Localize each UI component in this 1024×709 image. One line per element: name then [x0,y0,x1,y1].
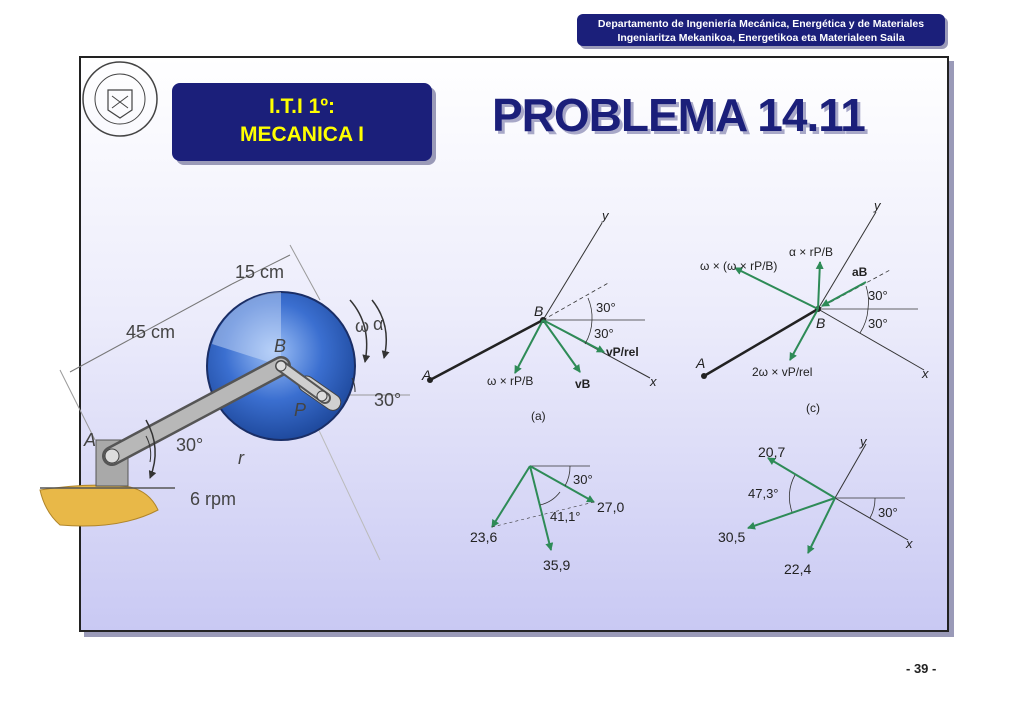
course-badge: I.T.I 1º: MECANICA I [172,83,432,161]
fig-c-y: y [873,198,882,213]
page-title: PROBLEMA 14.11 [492,89,866,141]
department-banner: Departamento de Ingeniería Mecánica, Ene… [577,14,945,46]
a-sum-22: 22,4 [784,561,811,577]
omega-arrow [349,299,371,363]
dim-line-45 [69,283,233,373]
v-sum-35: 35,9 [543,557,570,573]
fig-c-A: A [695,355,705,371]
fig-a-wr-label: ω × rP/B [487,374,533,388]
course-line1: I.T.I 1º: [268,95,335,118]
a-sum-30: 30,5 [718,529,745,545]
fig-c-y-axis [817,211,877,310]
a-sum-x: x [905,536,913,551]
label-A: A [83,430,96,450]
dim-45-label: 45 cm [126,322,175,342]
omega-label: ω [355,316,369,336]
a-sum-20: 20,7 [758,444,785,460]
v-sum-23: 23,6 [470,529,497,545]
fig-a-vrel-label: vP/rel [606,345,639,359]
fig-c-B: B [816,315,825,331]
fig-c-ang1: 30° [868,288,888,303]
university-seal [82,61,158,137]
fig-a-caption: (a) [531,409,546,423]
angle-30-disk: 30° [374,390,401,410]
v-sum-vec-35 [529,465,554,551]
figure-a: y x A B 30° 30° vP/rel ω × rP/B vB (a) [421,208,657,423]
a-sum-ang-mid: 47,3° [748,486,779,501]
fig-c-aB-label: aB [852,265,868,279]
dim-15-label: 15 cm [235,262,284,282]
mechanism-figure: 15 cm 45 cm B A P r 30° 30° 6 rpm ω α [39,244,410,561]
rpm-arrow [145,419,157,479]
fig-c-vec-aB [821,281,867,307]
velocity-sum-figure: 30° 41,1° 27,0 23,6 35,9 [470,465,624,573]
v-sum-ang-mid: 41,1° [550,509,581,524]
fig-a-vec-vB [542,319,581,373]
department-name-es: Departamento de Ingeniería Mecánica, Ene… [597,18,925,30]
fig-a-ang2: 30° [594,326,614,341]
label-P: P [294,400,306,420]
a-sum-vec-20 [767,457,836,499]
pin-P [316,390,328,402]
fig-a-vec-w-r [514,319,544,374]
fig-a-x: x [649,374,657,389]
fig-a-rod [429,318,544,382]
fig-c-vec-ar [815,261,824,310]
fig-c-vec-2wv [789,308,819,361]
fig-a-vec-vrel [542,319,605,353]
alpha-label: α [373,314,383,334]
fig-a-B: B [534,303,543,319]
label-r: r [238,448,245,468]
fig-c-rod [703,307,819,378]
v-sum-vec-27 [529,465,595,503]
fig-a-A: A [421,367,431,383]
v-sum-27: 27,0 [597,499,624,515]
rpm-label: 6 rpm [190,489,236,509]
page-number: - 39 - [906,661,937,676]
course-line2: MECANICA I [239,123,365,146]
dim-line-15 [231,254,291,285]
fig-c-x-axis [817,308,925,371]
label-B: B [274,336,286,356]
fig-c-vec-wwr [734,267,819,310]
figure-c: y x A B 30° 30° α × rP/B ω × (ω × rP/B) … [695,198,929,415]
acceleration-sum-figure: y x 30° 47,3° 20,7 30,5 22,4 [718,434,913,577]
v-sum-vec-23 [491,465,531,528]
fig-a-y-axis [542,222,603,321]
fig-c-ang2: 30° [868,316,888,331]
a-sum-ang-x: 30° [878,505,898,520]
fig-c-wwr-label: ω × (ω × rP/B) [700,259,777,273]
alpha-arrow [371,299,390,359]
fig-c-x: x [921,366,929,381]
ground-block [39,484,159,527]
v-sum-ang-top: 30° [573,472,593,487]
pin-B [275,360,287,372]
fig-c-2wv-label: 2ω × vP/rel [752,365,812,379]
a-sum-vec-30 [747,497,836,530]
fig-a-vB-label: vB [575,377,591,391]
a-sum-vec-22 [807,497,836,554]
fig-c-ar-label: α × rP/B [789,245,833,259]
fig-a-ang1: 30° [596,300,616,315]
fig-a-y: y [601,208,610,223]
a-sum-y: y [859,434,868,449]
pin-A [104,448,120,464]
fig-c-caption: (c) [806,401,820,415]
angle-30-rod: 30° [176,435,203,455]
department-name-eu: Ingeniaritza Mekanikoa, Energetikoa eta … [617,32,905,44]
